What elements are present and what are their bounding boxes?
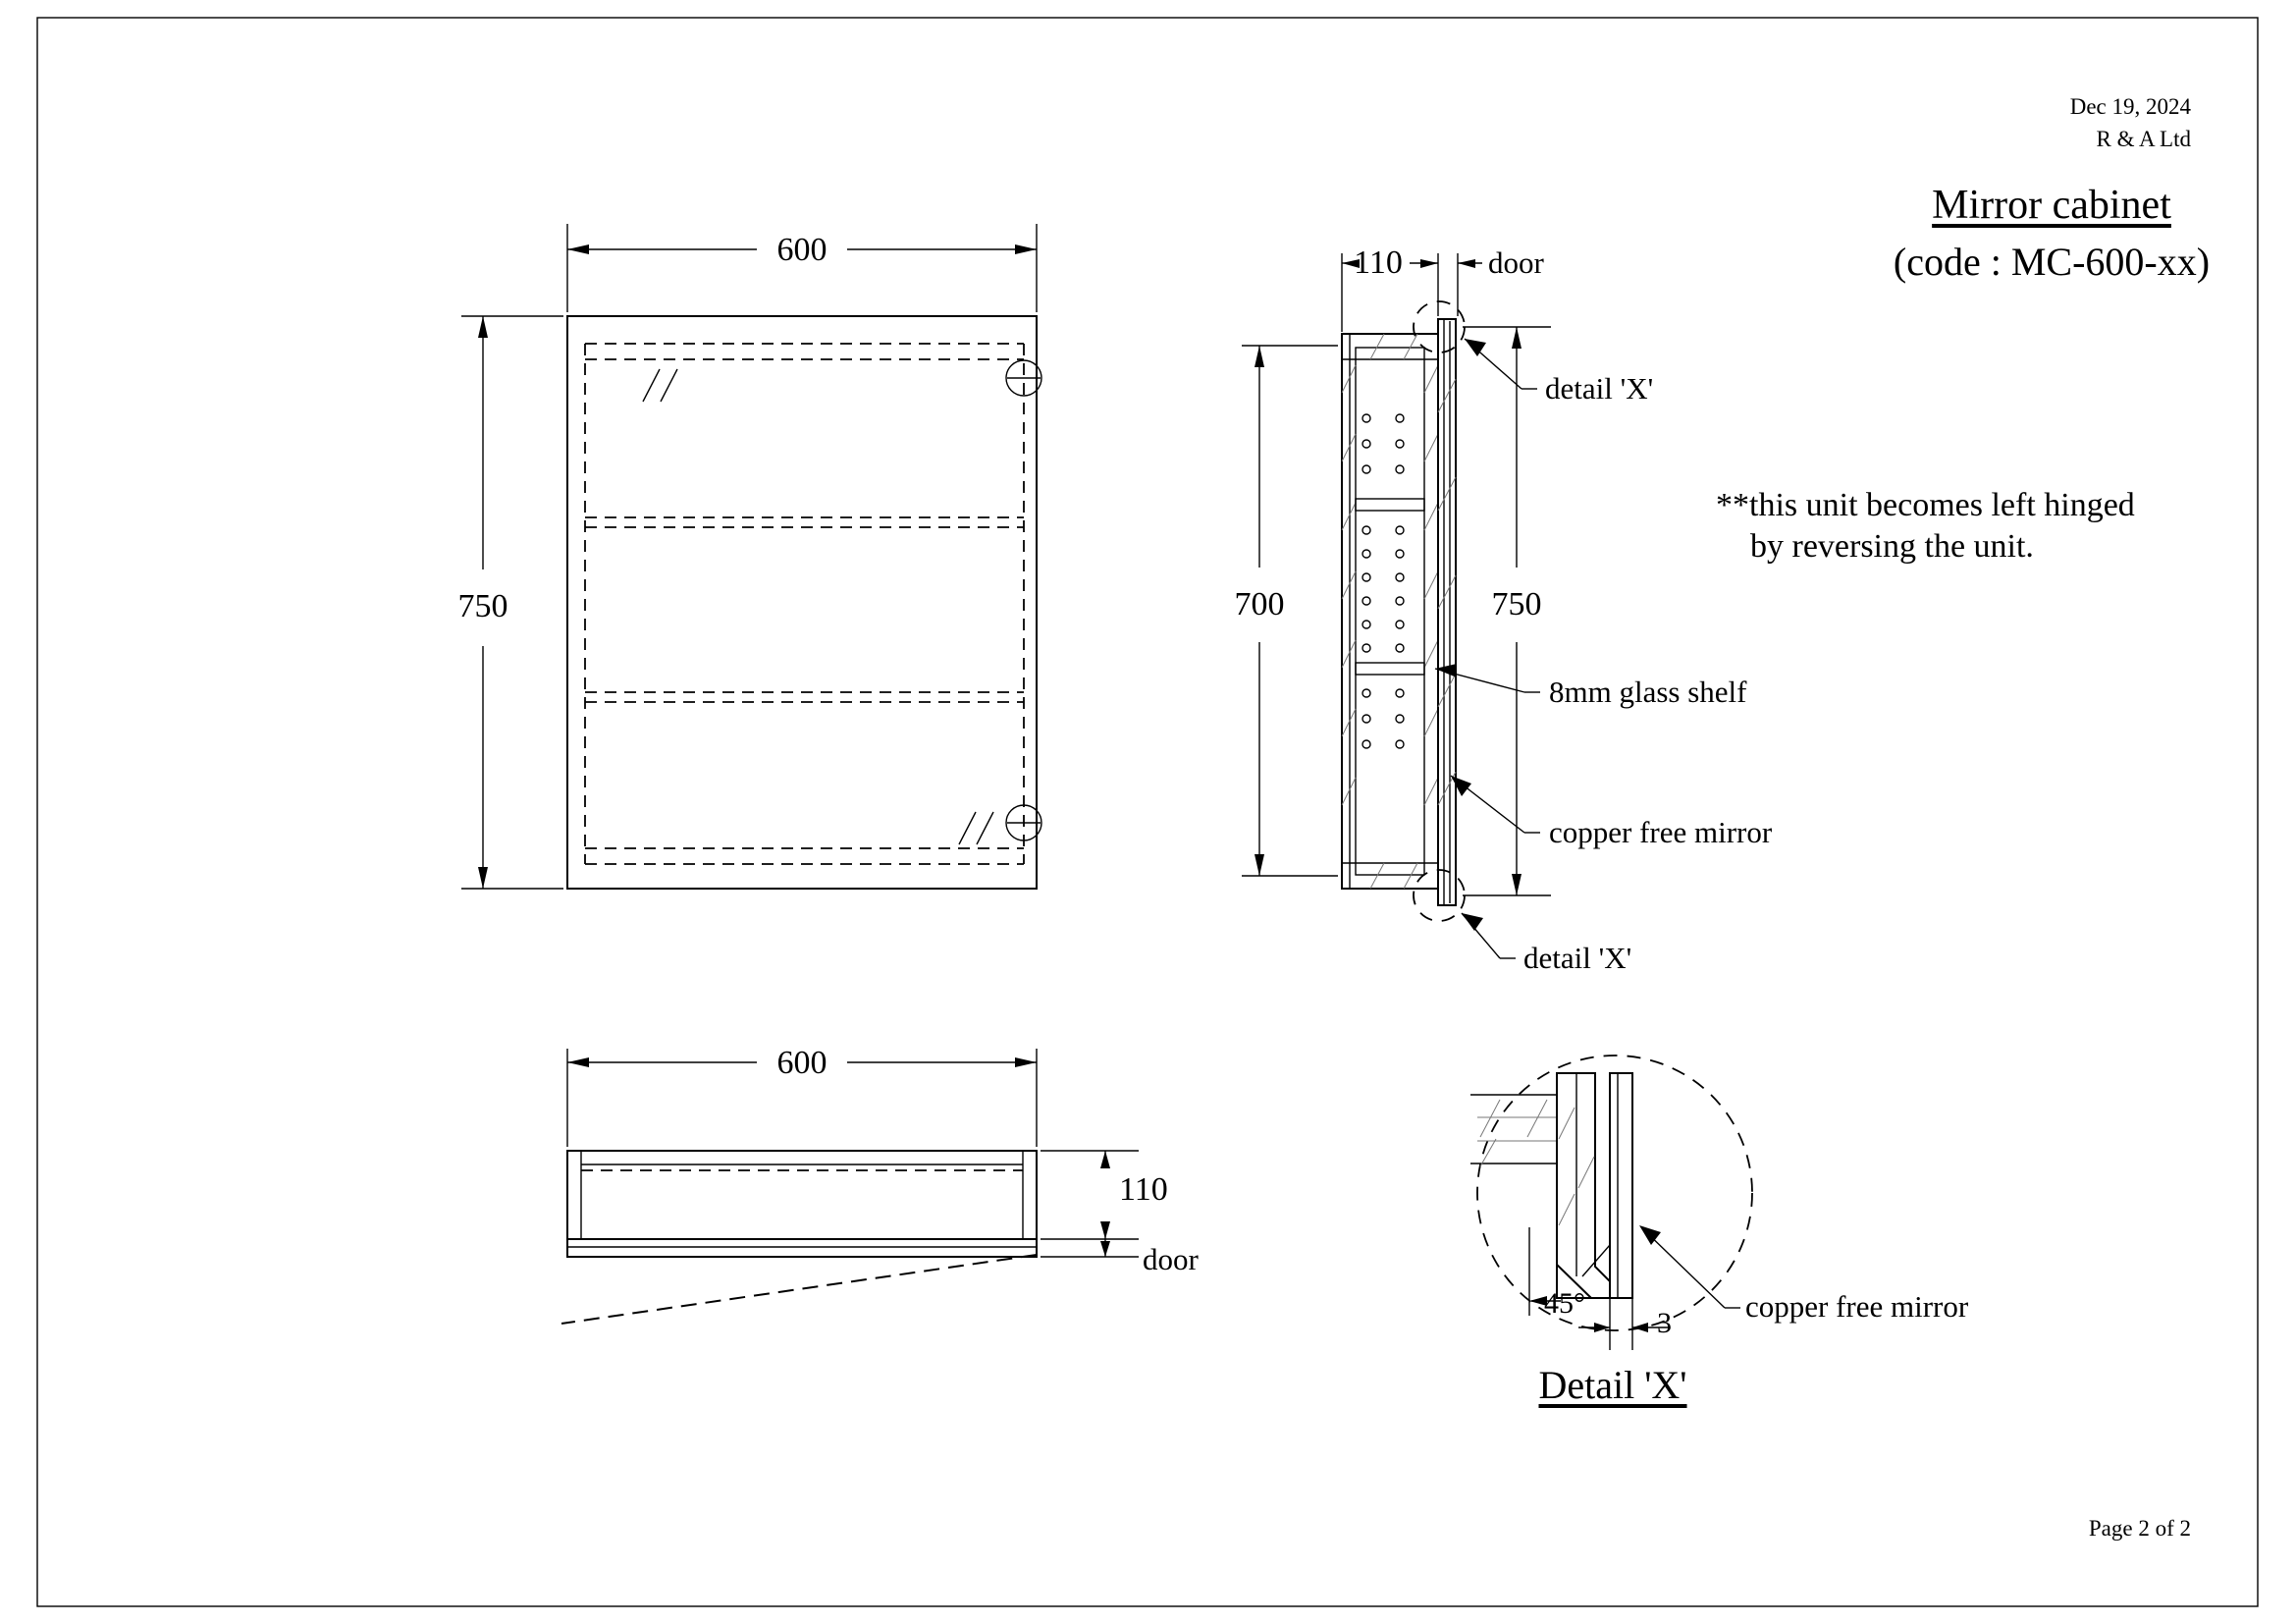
front-height-dimension-label: 750 xyxy=(457,588,508,624)
drawing-date: Dec 19, 2024 xyxy=(2069,94,2191,119)
detail-x-callout-bottom: detail 'X' xyxy=(1523,941,1632,975)
front-width-dimension-label: 600 xyxy=(776,232,828,268)
plan-depth-dimension-label: 110 xyxy=(1119,1171,1168,1208)
side-inner-height-dimension xyxy=(1242,345,1338,877)
mirror-leader xyxy=(1450,775,1540,834)
company-name: R & A Ltd xyxy=(2096,127,2192,151)
plan-door-label: door xyxy=(1143,1242,1199,1276)
hinge-note-line-2: by reversing the unit. xyxy=(1750,528,2034,565)
detail-mirror-leader xyxy=(1639,1225,1740,1309)
side-outer-height-dimension xyxy=(1463,326,1551,896)
detail-door-edge xyxy=(1556,1072,1611,1299)
detail-mirror-pane xyxy=(1609,1072,1633,1299)
side-depth-dimension-label: 110 xyxy=(1354,244,1403,281)
detail-thickness-dimension xyxy=(1578,1298,1669,1350)
mirror-door-section xyxy=(1437,318,1457,906)
glass-shelf-upper xyxy=(1355,498,1425,512)
hinge-slash-mark-bottom xyxy=(958,811,994,845)
glass-shelf-lower xyxy=(1355,662,1425,676)
detail-x-title: Detail 'X' xyxy=(1538,1363,1687,1407)
detail-carcass-panel xyxy=(1470,1094,1557,1167)
front-height-dimension xyxy=(461,315,563,890)
detail-x-leader-top xyxy=(1464,338,1537,390)
plan-width-dimension xyxy=(566,1049,1038,1147)
hinge-note-line-1: **this unit becomes left hinged xyxy=(1716,487,2135,523)
front-width-dimension xyxy=(566,224,1038,312)
detail-x-callout-top: detail 'X' xyxy=(1545,371,1654,406)
hinge-symbol-bottom xyxy=(1005,804,1042,841)
product-code: (code : MC-600-xx) xyxy=(1893,240,2211,284)
hinge-slash-mark-top xyxy=(642,368,678,403)
glass-shelf-callout: 8mm glass shelf xyxy=(1549,675,1747,709)
page-title: Mirror cabinet xyxy=(1932,183,2171,228)
side-inner-height-label: 700 xyxy=(1234,586,1285,623)
detail-x-leader-bottom xyxy=(1461,912,1516,959)
detail-angle-leader xyxy=(1528,1227,1611,1316)
side-depth-dimension xyxy=(1341,253,1482,332)
page-footer: Page 2 of 2 xyxy=(2088,1516,2191,1541)
shelf-pin-holes xyxy=(1362,413,1405,749)
side-door-label: door xyxy=(1488,245,1544,280)
plan-width-dimension-label: 600 xyxy=(776,1045,828,1081)
detail-mirror-callout: copper free mirror xyxy=(1745,1289,1969,1324)
glass-shelf-leader xyxy=(1434,664,1540,693)
hinge-symbol-top xyxy=(1005,359,1042,397)
detail-angle-label: 45° xyxy=(1544,1287,1585,1320)
mirror-callout: copper free mirror xyxy=(1549,815,1773,849)
plan-depth-dimension xyxy=(1041,1150,1139,1258)
detail-thickness-label: 3 xyxy=(1657,1307,1672,1339)
side-outer-height-label: 750 xyxy=(1491,586,1542,623)
